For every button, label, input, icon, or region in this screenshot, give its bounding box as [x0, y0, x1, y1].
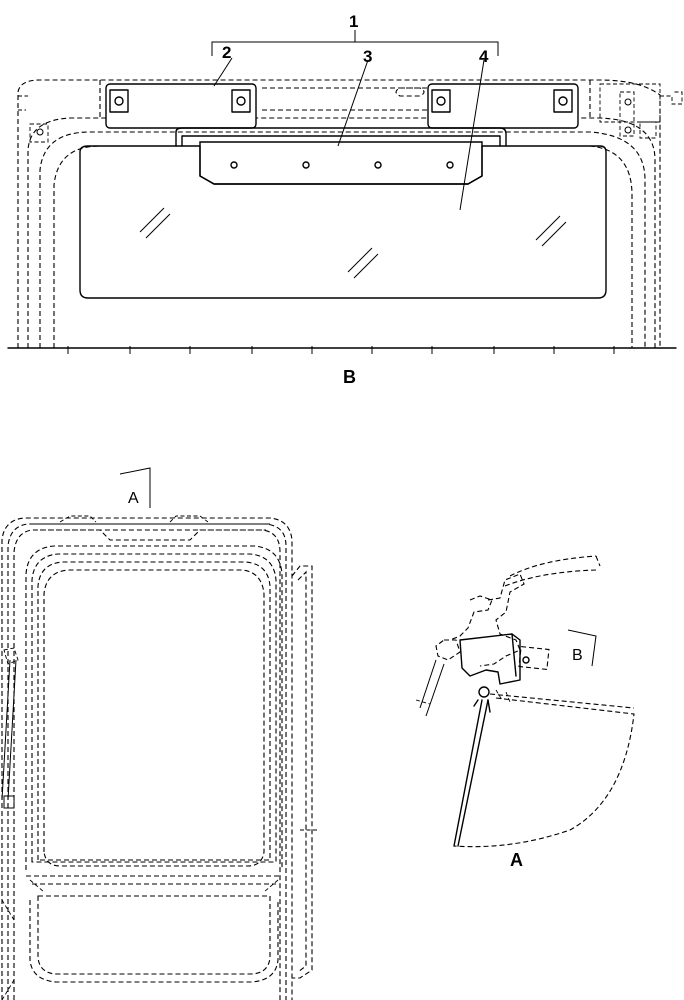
front-view: A: [1, 467, 318, 1000]
cab-inner-frame-outer: [27, 117, 656, 348]
cab-front-outer: [1, 517, 293, 1000]
left-latch-bolt-icon: [36, 128, 44, 136]
callout-2: 2: [222, 43, 231, 62]
callout-brace-1: [211, 30, 499, 56]
section-marker-a-label: A: [128, 490, 139, 507]
view-b: 1 2 3 4 B: [7, 12, 683, 387]
cab-inner-frame: [39, 131, 646, 348]
pivot-icon: [478, 686, 490, 698]
glass-swing-arc: [453, 697, 635, 848]
left-latch-outline: [29, 123, 49, 143]
callout-4: 4: [479, 47, 489, 66]
view-b-label: B: [343, 367, 356, 387]
callout-1: 1: [349, 12, 358, 31]
glass-panel: [79, 145, 607, 299]
roof-slot: [395, 87, 425, 97]
section-marker-b: B: [567, 629, 597, 667]
hinge-right: [427, 83, 579, 129]
section-marker-a: A: [119, 467, 151, 508]
hinge-bracket: [459, 633, 521, 685]
section-marker-b-label: B: [572, 647, 583, 664]
view-a-label: A: [510, 850, 523, 870]
hinge-left: [105, 83, 257, 129]
view-a: B A: [415, 555, 635, 870]
front-window-outer: [25, 545, 283, 870]
callout-3: 3: [363, 47, 372, 66]
ground-line: [7, 346, 677, 354]
